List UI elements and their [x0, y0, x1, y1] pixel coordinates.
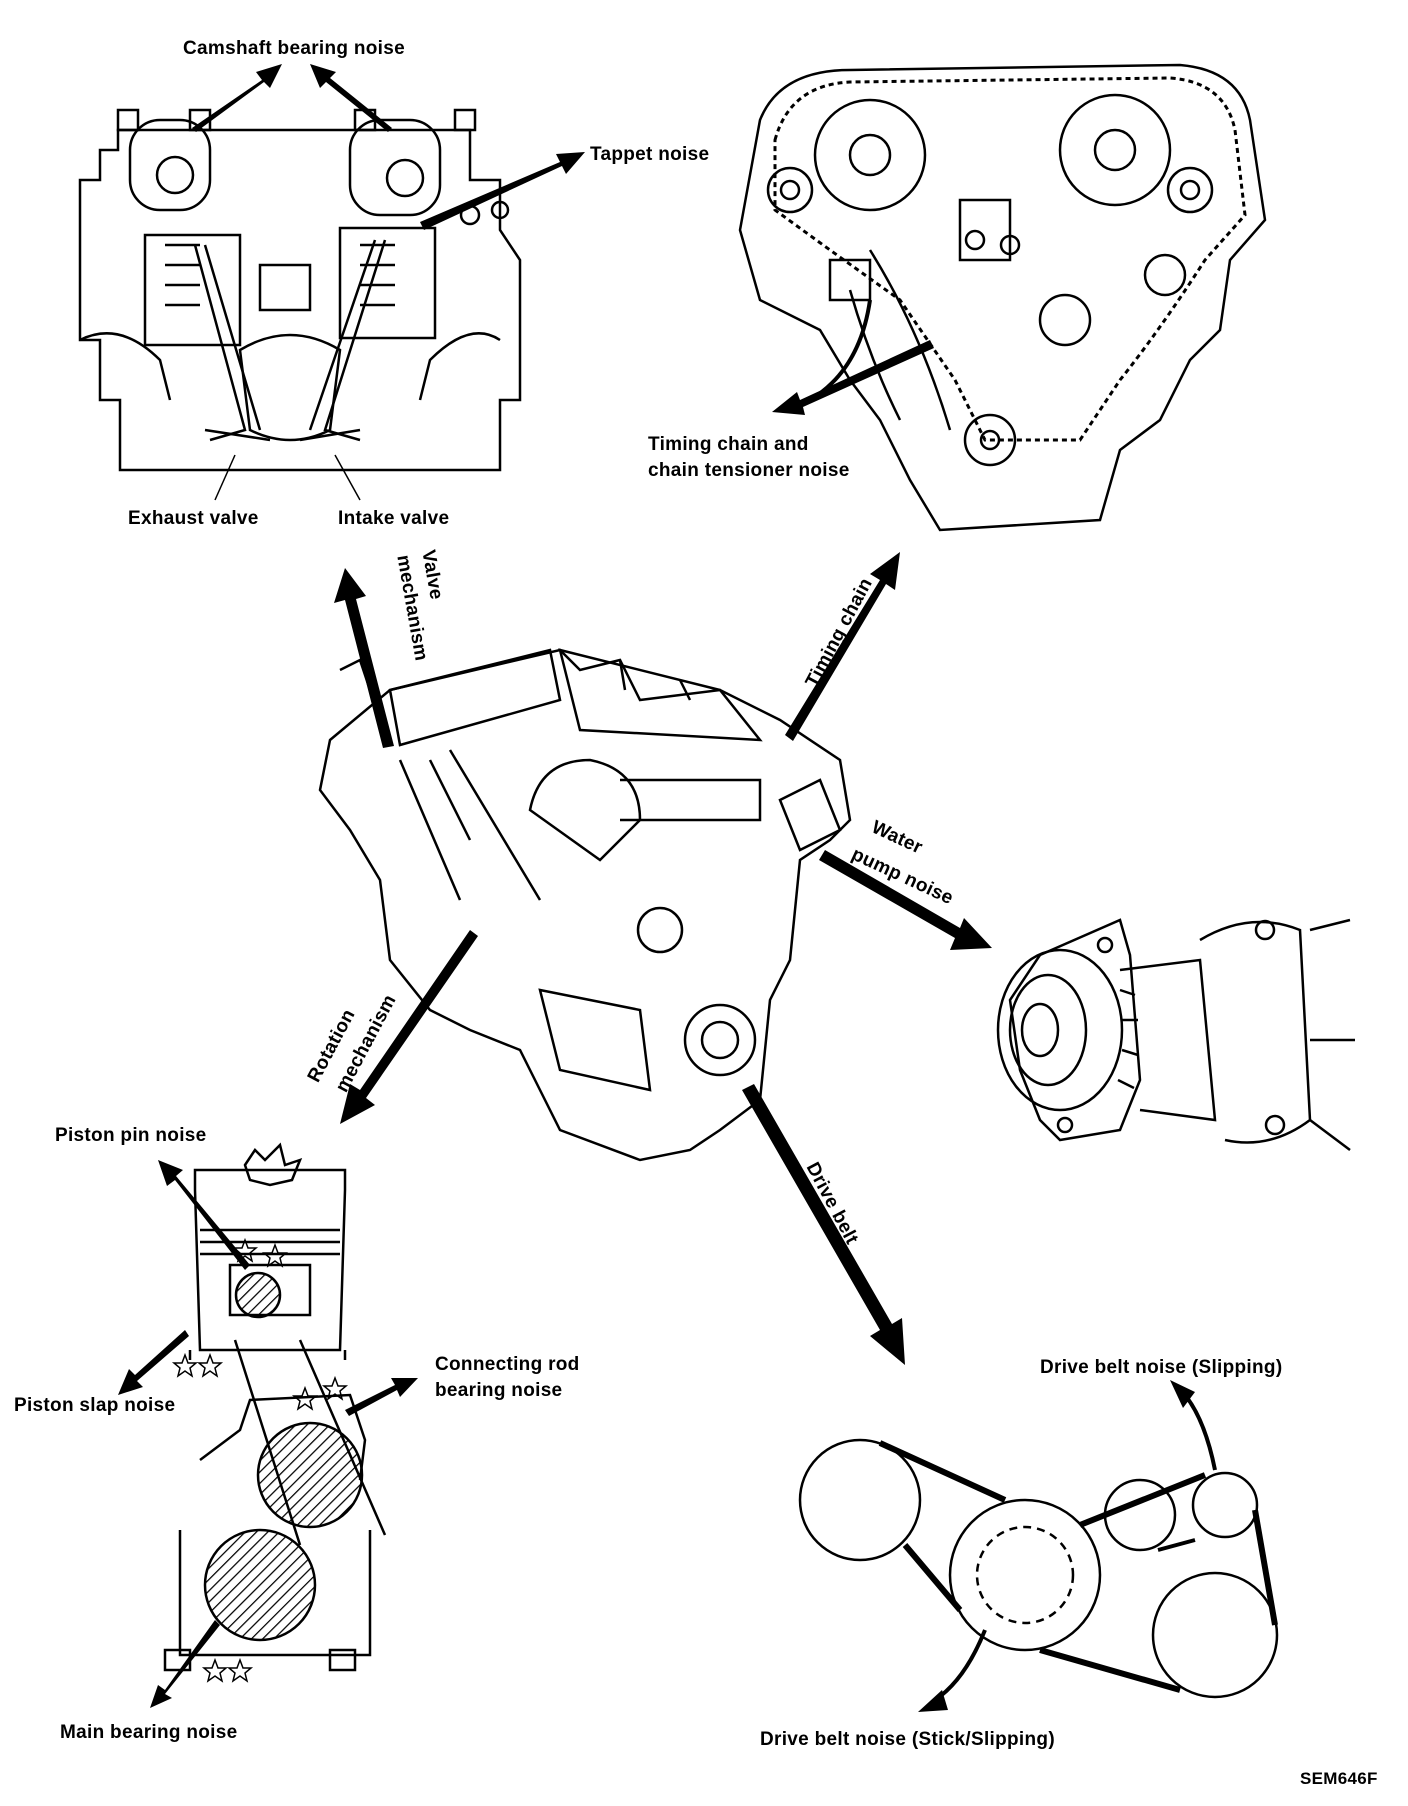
camshaft-noise-arrows	[192, 64, 585, 230]
exhaust-valve-label: Exhaust valve	[128, 508, 259, 529]
timing-chain-noise-label-line2: chain tensioner noise	[648, 460, 850, 481]
timing-chain-noise-arrow	[772, 299, 934, 415]
valve-leader-lines	[214, 454, 361, 501]
piston-slap-noise-label: Piston slap noise	[14, 1395, 176, 1416]
drive-belt-slipping-label: Drive belt noise (Slipping)	[1040, 1357, 1283, 1378]
water-pump-arrow	[819, 850, 992, 950]
rotation-mechanism-arrow	[340, 930, 478, 1124]
piston-illustration	[163, 1142, 387, 1672]
piston-noise-arrows	[118, 1160, 418, 1708]
piston-pin-noise-label: Piston pin noise	[55, 1125, 207, 1146]
connecting-rod-label-line2: bearing noise	[435, 1380, 563, 1401]
noise-stars	[171, 1237, 349, 1683]
engine-block-illustration	[318, 648, 852, 1162]
cylinder-head-illustration	[78, 108, 522, 472]
main-bearing-noise-label: Main bearing noise	[60, 1722, 238, 1743]
valve-mechanism-arrow	[334, 568, 394, 748]
timing-chain-arrow	[785, 552, 900, 741]
drive-belt-arrow	[742, 1084, 905, 1365]
connecting-rod-label-line1: Connecting rod	[435, 1354, 580, 1375]
timing-chain-noise-label-line1: Timing chain and	[648, 434, 809, 455]
drive-belt-noise-arrows	[918, 1380, 1217, 1712]
drive-belt-illustration	[798, 1438, 1279, 1699]
intake-valve-label: Intake valve	[338, 508, 450, 529]
water-pump-illustration	[996, 918, 1355, 1151]
drive-belt-stick-label: Drive belt noise (Stick/Slipping)	[760, 1729, 1055, 1750]
figure-code: SEM646F	[1300, 1769, 1378, 1788]
tappet-noise-label: Tappet noise	[590, 144, 710, 165]
camshaft-bearing-noise-label: Camshaft bearing noise	[183, 38, 405, 59]
timing-chain-illustration	[738, 63, 1267, 532]
